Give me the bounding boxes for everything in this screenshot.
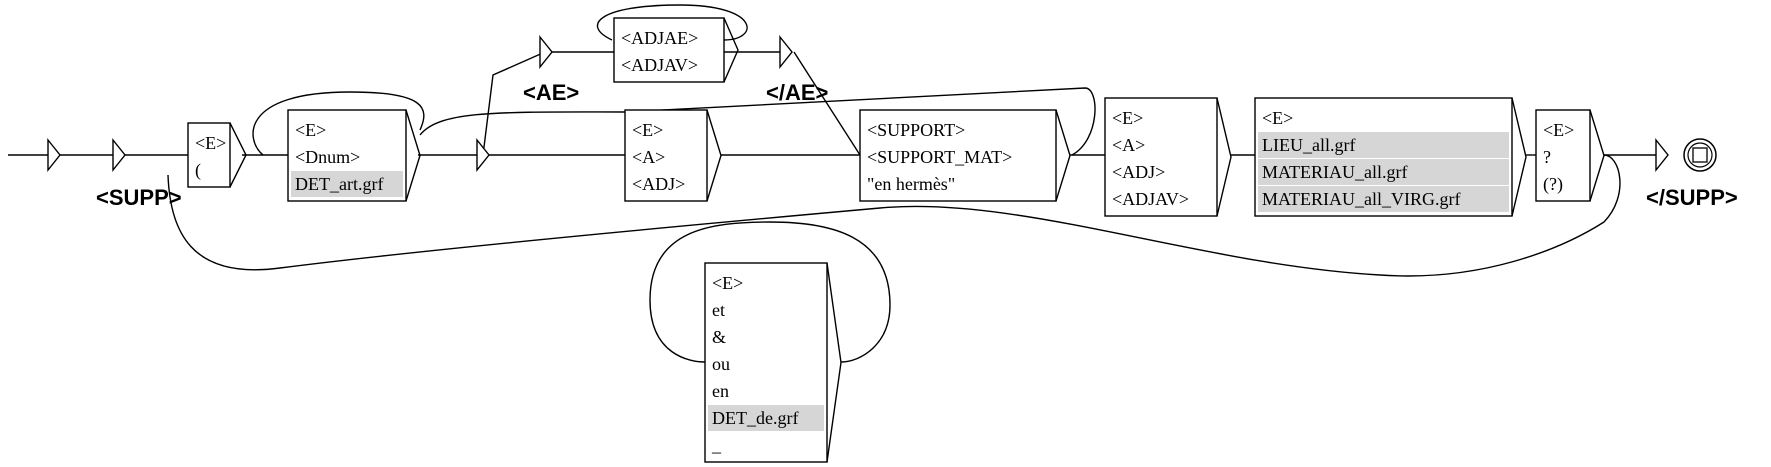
box-line: <ADJAE> — [621, 28, 698, 48]
box-line: <A> — [632, 147, 665, 167]
box-line: & — [712, 327, 726, 347]
subgraph-highlight — [291, 171, 403, 197]
box-open-frame — [187, 122, 231, 188]
graph-edge — [167, 154, 1621, 277]
box-line: <SUPPORT> — [867, 120, 965, 140]
subgraph-call: DET_art.grf — [295, 174, 383, 194]
box-det[interactable]: <E> <Dnum> DET_art.grf — [287, 109, 421, 202]
box-open[interactable]: <E> ( — [187, 122, 247, 188]
tag-ae-open: <AE> — [523, 80, 579, 105]
box-adjae[interactable]: <ADJAE> <ADJAV> — [613, 17, 739, 83]
graph-arrows — [47, 35, 1669, 172]
graph-edge — [649, 221, 891, 363]
box-line: <ADJ> — [632, 174, 685, 194]
final-state-outer — [1683, 138, 1717, 172]
box-line: et — [712, 300, 725, 320]
box-line: ( — [195, 160, 201, 181]
box-adj1-tab — [706, 109, 722, 202]
box-line: <E> — [1112, 108, 1143, 128]
box-adj1-frame — [624, 109, 708, 202]
box-line: ? — [1543, 147, 1551, 167]
arrow-marker — [779, 35, 793, 69]
box-line: ou — [712, 354, 730, 374]
arrow-marker — [539, 35, 553, 69]
graph-edge — [482, 51, 546, 156]
box-line: <E> — [632, 120, 663, 140]
box-conj-tab — [826, 262, 842, 463]
final-state-square — [1692, 147, 1708, 163]
box-open-tab — [229, 122, 247, 188]
box-adj1[interactable]: <E> <A> <ADJ> — [624, 109, 722, 202]
final-state-inner — [1687, 142, 1713, 168]
box-close[interactable]: <E>? (?) — [1535, 109, 1605, 202]
subgraph-call: LIEU_all.grf — [1262, 135, 1355, 155]
box-close-tab — [1589, 109, 1605, 202]
box-line: <E> — [712, 273, 743, 293]
arrow-marker — [112, 138, 126, 172]
graph-edge — [624, 87, 1096, 156]
tag-supp-close: </SUPP> — [1646, 185, 1738, 210]
subgraph-call: DET_de.grf — [712, 408, 798, 428]
box-line: en — [712, 381, 729, 401]
tag-ae-close: </AE> — [766, 80, 828, 105]
box-line: <E> — [195, 133, 226, 153]
box-line: <E> — [1262, 108, 1293, 128]
box-line: <E> — [295, 120, 326, 140]
graph-boxes: <E>(<E><Dnum>DET_art.grf<ADJAE><ADJAV><E… — [187, 17, 1605, 463]
box-line: "en hermès" — [867, 174, 955, 194]
graph-edge — [419, 111, 626, 136]
box-support[interactable]: <SUPPORT> <SUPPORT_MAT> "en hermès" — [859, 109, 1071, 202]
arrow-marker — [476, 138, 490, 172]
graph-edges — [8, 4, 1660, 363]
subgraph-highlight — [1258, 186, 1509, 212]
graph-edge — [793, 51, 861, 156]
box-lieu[interactable]: <E> LIEU_all.grfMATERIAU_all.grfMATERIAU_… — [1254, 97, 1527, 217]
box-line: _ — [711, 435, 722, 455]
subgraph-call: MATERIAU_all.grf — [1262, 162, 1407, 182]
box-adjae-tab — [723, 17, 739, 83]
box-line: <ADJAV> — [621, 55, 698, 75]
graph-edge — [596, 4, 748, 41]
box-det-tab — [405, 109, 421, 202]
subgraph-highlight — [708, 405, 824, 431]
box-line: <ADJ> — [1112, 162, 1165, 182]
box-lieu-tab — [1511, 97, 1527, 217]
arrow-marker — [1655, 138, 1669, 172]
box-close-frame — [1535, 109, 1591, 202]
box-adj2-frame — [1104, 97, 1218, 217]
subgraph-highlight — [1258, 159, 1509, 185]
box-line: <A> — [1112, 135, 1145, 155]
arrow-marker — [47, 138, 61, 172]
box-support-tab — [1055, 109, 1071, 202]
box-adj2[interactable]: <E> <A> <ADJ> <ADJAV> — [1104, 97, 1232, 217]
box-adj2-tab — [1216, 97, 1232, 217]
graph-edge — [252, 91, 425, 156]
subgraph-highlight — [1258, 132, 1509, 158]
final-state[interactable] — [1683, 138, 1717, 172]
box-line: (?) — [1543, 174, 1563, 195]
box-line: <E> — [1543, 120, 1574, 140]
box-support-frame — [859, 109, 1057, 202]
box-line: <ADJAV> — [1112, 189, 1189, 209]
subgraph-call: MATERIAU_all_VIRG.grf — [1262, 189, 1460, 209]
box-line: <SUPPORT_MAT> — [867, 147, 1012, 167]
box-line: <Dnum> — [295, 147, 360, 167]
box-adjae-frame — [613, 17, 725, 83]
tag-supp-open: <SUPP> — [96, 185, 182, 210]
graph-tags: <SUPP> <AE> </AE> </SUPP> — [96, 80, 1738, 210]
